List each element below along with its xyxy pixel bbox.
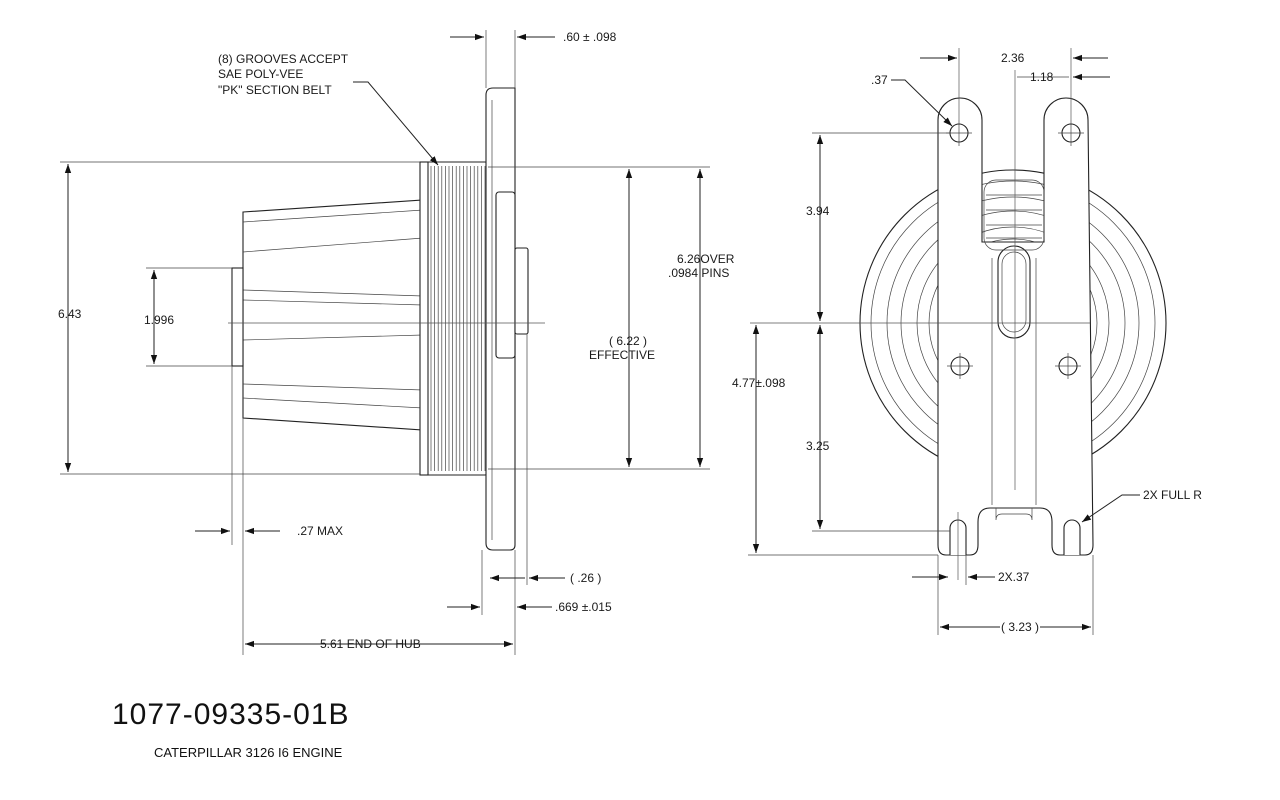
- dim-effective-value: ( 6.22 ): [609, 334, 647, 348]
- front-extension-lines: [748, 132, 1094, 635]
- dim-plate-thickness: .669 ±.015: [555, 600, 612, 614]
- grooves-note-line2: SAE POLY-VEE: [218, 67, 303, 81]
- dim-center-height: 4.77±.098: [732, 376, 786, 390]
- dim-half-span: 1.18: [1030, 70, 1054, 84]
- slot-inner: [1001, 251, 1027, 333]
- part-number: 1077-09335-01B: [112, 698, 350, 731]
- dim-overall-diameter: 6.43: [58, 307, 82, 321]
- hole-mid-right: [1055, 353, 1081, 379]
- engine-label: CATERPILLAR 3126 I6 ENGINE: [154, 745, 343, 760]
- grooves-note-line3: "PK" SECTION BELT: [218, 83, 332, 97]
- bracket-rib: [991, 258, 1037, 505]
- dim-flange-thickness: .60 ± .098: [563, 30, 617, 44]
- dim-over-pins-line2: .0984 PINS: [668, 266, 729, 280]
- hub-groove-lines: [986, 194, 1042, 239]
- grooves-note-line1: (8) GROOVES ACCEPT: [218, 52, 349, 66]
- note-leader: [353, 81, 439, 166]
- dim-hub-diameter: 1.996: [144, 313, 174, 327]
- full-r-leader: [1081, 494, 1140, 523]
- hub-body: [242, 199, 424, 431]
- dim-effective-label: EFFECTIVE: [589, 348, 655, 362]
- plate-stub: [514, 247, 529, 335]
- hole-top-right: [1058, 120, 1084, 146]
- side-view: (8) GROOVES ACCEPT SAE POLY-VEE "PK" SEC…: [58, 30, 735, 655]
- side-extension-lines: [60, 30, 710, 655]
- dim-upper-height: 3.94: [806, 204, 830, 218]
- dim-full-r: 2X FULL R: [1143, 488, 1202, 502]
- pulley-grooves: [430, 166, 486, 471]
- hub-between-legs: [983, 179, 1045, 251]
- dim-hub-max: .27 MAX: [297, 524, 343, 538]
- front-view: .37 2.36 1.18 3.94 3.25 4.77±.098 2X FUL…: [732, 48, 1202, 635]
- dim-hole-dia: .37: [871, 73, 888, 87]
- hole-mid-left: [947, 353, 973, 379]
- dim-top-span: 2.36: [1001, 51, 1025, 65]
- hub-nose: [231, 267, 244, 367]
- dim-slot-width: 2X.37: [998, 570, 1030, 584]
- hole-leader: [891, 79, 953, 127]
- dim-plate-offset: ( .26 ): [570, 571, 601, 585]
- hub-surface-lines: [242, 209, 424, 409]
- slot-right: [1063, 519, 1081, 555]
- dim-end-of-hub: 5.61 END OF HUB: [320, 637, 421, 651]
- bracket-slot: [997, 245, 1031, 339]
- plate-boss: [495, 191, 516, 359]
- pulley-flange: [419, 161, 429, 476]
- hole-top-left: [946, 120, 972, 146]
- bottom-notch: [995, 508, 1033, 521]
- overall-width-label-bg: [1000, 617, 1040, 633]
- dim-lower-height: 3.25: [806, 439, 830, 453]
- dim-overall-width: ( 3.23 ): [1001, 620, 1039, 634]
- dim-over-pins-line1: 6.26OVER: [677, 252, 735, 266]
